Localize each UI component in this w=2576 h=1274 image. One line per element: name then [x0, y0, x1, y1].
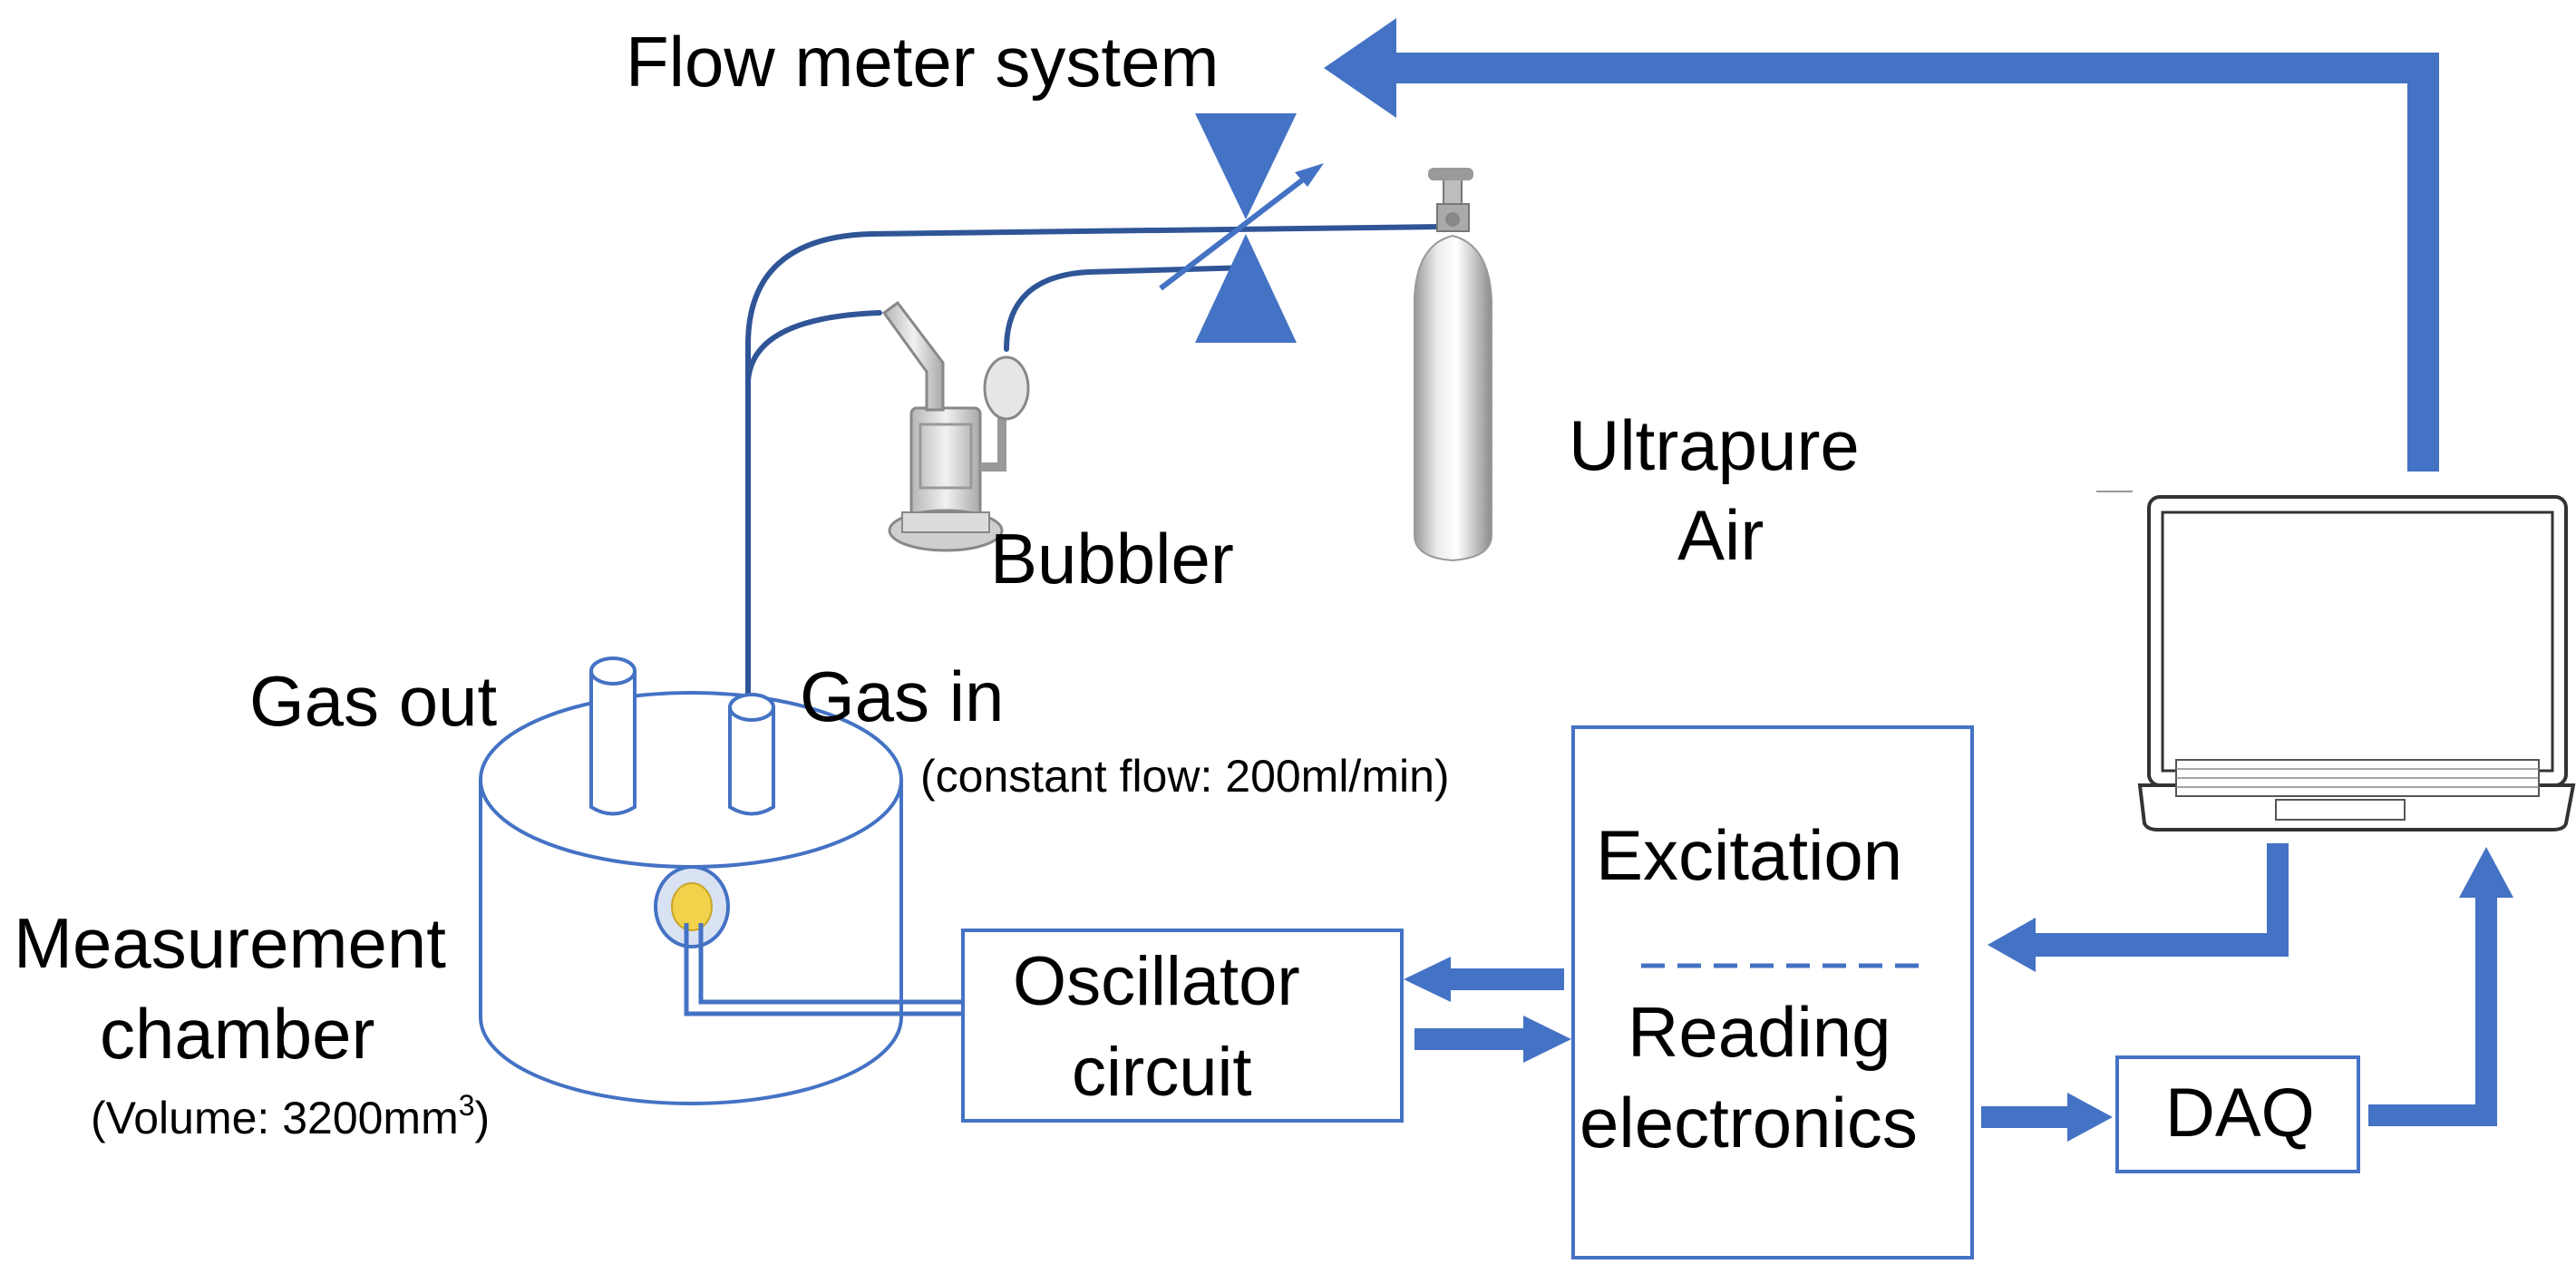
volume-label-prefix: (Volume: 3200mm: [91, 1093, 459, 1143]
volume-label-sup: 3: [459, 1089, 475, 1122]
reading-label-line1: Reading: [1628, 992, 1891, 1072]
daq-box: [2115, 1055, 2360, 1173]
gas-tubing: [745, 224, 1444, 710]
constant-flow-label: (constant flow: 200ml/min): [920, 751, 1450, 802]
chamber-label-line2: chamber: [100, 994, 374, 1074]
electronics-box: [1571, 725, 1974, 1259]
volume-label-suffix: ): [475, 1093, 491, 1143]
gas-cylinder-icon: [1414, 168, 1492, 562]
reading-label-line2: electronics: [1580, 1083, 1918, 1162]
oscillator-circuit-box: [961, 929, 1404, 1123]
gas-in-label: Gas in: [800, 656, 1004, 736]
chamber-label-line1: Measurement: [14, 903, 446, 983]
flow-valve-icon: [1159, 113, 1324, 343]
ultrapure-label-line2: Air: [1677, 495, 1764, 575]
daq-label: DAQ: [2165, 1075, 2315, 1152]
gas-out-label: Gas out: [249, 661, 497, 741]
laptop-icon: [2096, 491, 2576, 832]
measurement-chamber: [479, 656, 968, 1105]
oscillator-label-line2: circuit: [1072, 1034, 1251, 1111]
bubbler-flask-icon: [881, 300, 1030, 552]
bubbler-label: Bubbler: [990, 519, 1234, 598]
flow-meter-label: Flow meter system: [626, 22, 1219, 102]
oscillator-label-line1: Oscillator: [1013, 943, 1300, 1020]
volume-label: (Volume: 3200mm3): [91, 1089, 490, 1143]
control-arrow-to-flowmeter: [1324, 18, 2439, 472]
ultrapure-label-line1: Ultrapure: [1569, 405, 1860, 485]
signal-arrows: [1404, 843, 2513, 1142]
excitation-label: Excitation: [1596, 815, 1902, 895]
